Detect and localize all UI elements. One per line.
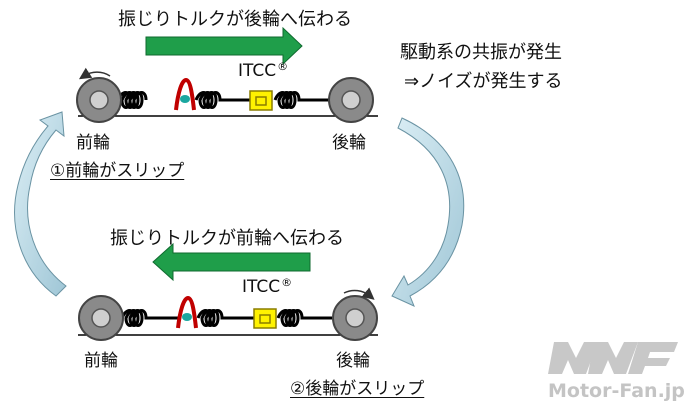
itcc-label-bottom: ITCC® — [242, 276, 293, 297]
spring-top — [116, 91, 330, 109]
front-wheel-top — [76, 77, 122, 123]
rear-wheel-label-bottom: 後輪 — [336, 351, 370, 371]
rotation-arrow-rear — [343, 287, 375, 300]
twist-center-top — [180, 95, 190, 103]
rear-wheel-top — [328, 77, 374, 123]
spring-bottom — [120, 309, 332, 327]
cycle-arrow-left — [14, 111, 67, 297]
itcc-coupling-bottom — [253, 308, 277, 329]
resonance-note-line1: 駆動系の共振が発生 — [400, 42, 562, 63]
front-wheel-label-bottom: 前輪 — [84, 351, 118, 371]
itcc-coupling-top — [249, 90, 273, 111]
rotation-arrow-front — [78, 67, 111, 80]
twist-symbol-bottom — [176, 295, 198, 329]
itcc-label-top: ITCC® — [238, 60, 289, 81]
resonance-note-line2: ⇒ノイズが発生する — [404, 71, 563, 92]
top-caption: 振じりトルクが後輪へ伝わる — [118, 9, 352, 30]
twist-symbol-top — [174, 77, 196, 111]
front-wheel-bottom — [78, 295, 124, 341]
torque-arrow-left — [152, 242, 311, 282]
site-watermark: Motor-Fan.jp — [548, 380, 685, 402]
rear-wheel-label-top: 後輪 — [332, 133, 366, 153]
bottom-caption: 振じりトルクが前輪へ伝わる — [110, 228, 344, 249]
twist-center-bottom — [182, 313, 192, 321]
front-wheel-label-top: 前輪 — [76, 133, 110, 153]
slip-label-front: ①前輪がスリップ — [50, 161, 185, 181]
slip-label-rear: ②後輪がスリップ — [290, 379, 425, 399]
cycle-arrow-right — [391, 117, 465, 307]
motor-fan-logo: Motor-Fan.jp — [546, 338, 685, 408]
torque-arrow-right — [145, 26, 303, 66]
rear-wheel-bottom — [332, 295, 378, 341]
